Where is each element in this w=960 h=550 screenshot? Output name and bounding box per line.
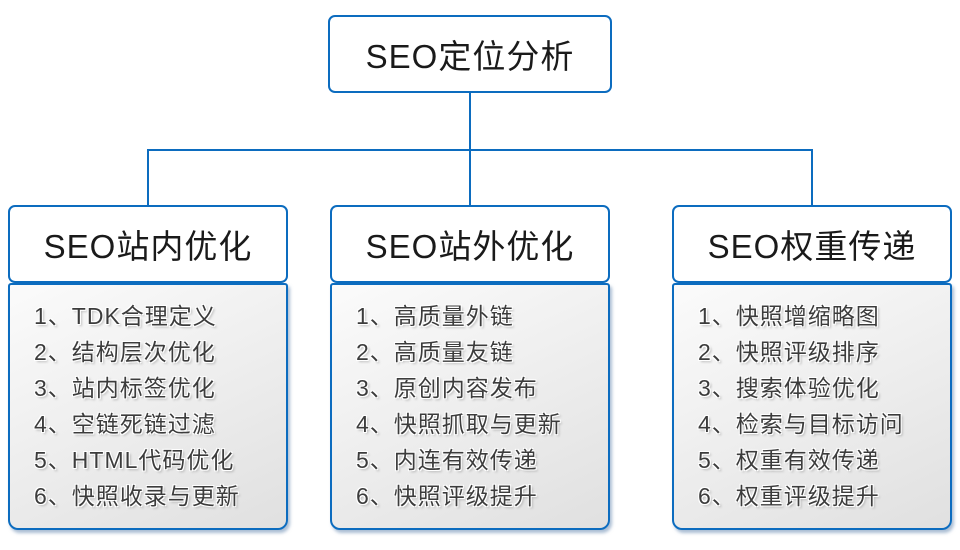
root-node-label: SEO定位分析 xyxy=(365,38,575,75)
branch-panel-offsite: 1、高质量外链 2、高质量友链 3、原创内容发布 4、快照抓取与更新 5、内连有… xyxy=(330,283,610,530)
branch-header-weight-transfer-label: SEO权重传递 xyxy=(707,228,917,265)
branch-header-onsite-label: SEO站内优化 xyxy=(43,228,253,265)
connector-drop-right xyxy=(811,149,813,206)
branch-list-offsite: 1、高质量外链 2、高质量友链 3、原创内容发布 4、快照抓取与更新 5、内连有… xyxy=(356,298,600,514)
list-item: 1、高质量外链 xyxy=(356,303,514,329)
list-item: 4、空链死链过滤 xyxy=(34,411,216,437)
list-item: 1、TDK合理定义 xyxy=(34,303,217,329)
branch-header-offsite-label: SEO站外优化 xyxy=(365,228,575,265)
list-item: 5、权重有效传递 xyxy=(698,447,880,473)
branch-header-onsite: SEO站内优化 xyxy=(8,205,288,283)
connector-drop-center xyxy=(469,149,471,206)
connector-horizontal xyxy=(147,149,813,151)
root-node-seo-positioning: SEO定位分析 xyxy=(328,15,612,93)
branch-panel-onsite: 1、TDK合理定义 2、结构层次优化 3、站内标签优化 4、空链死链过滤 5、H… xyxy=(8,283,288,530)
list-item: 5、HTML代码优化 xyxy=(34,447,235,473)
list-item: 5、内连有效传递 xyxy=(356,447,538,473)
connector-root-stem xyxy=(469,93,471,151)
list-item: 3、站内标签优化 xyxy=(34,375,216,401)
branch-list-weight-transfer: 1、快照增缩略图 2、快照评级排序 3、搜索体验优化 4、检索与目标访问 5、权… xyxy=(698,298,942,514)
branch-panel-weight-transfer: 1、快照增缩略图 2、快照评级排序 3、搜索体验优化 4、检索与目标访问 5、权… xyxy=(672,283,952,530)
list-item: 6、快照收录与更新 xyxy=(34,483,240,509)
list-item: 6、快照评级提升 xyxy=(356,483,538,509)
branch-header-weight-transfer: SEO权重传递 xyxy=(672,205,952,283)
list-item: 2、高质量友链 xyxy=(356,339,514,365)
connector-drop-left xyxy=(147,149,149,206)
list-item: 4、快照抓取与更新 xyxy=(356,411,562,437)
list-item: 4、检索与目标访问 xyxy=(698,411,904,437)
list-item: 1、快照增缩略图 xyxy=(698,303,880,329)
branch-header-offsite: SEO站外优化 xyxy=(330,205,610,283)
list-item: 6、权重评级提升 xyxy=(698,483,880,509)
list-item: 2、快照评级排序 xyxy=(698,339,880,365)
list-item: 3、搜索体验优化 xyxy=(698,375,880,401)
list-item: 2、结构层次优化 xyxy=(34,339,216,365)
list-item: 3、原创内容发布 xyxy=(356,375,538,401)
branch-list-onsite: 1、TDK合理定义 2、结构层次优化 3、站内标签优化 4、空链死链过滤 5、H… xyxy=(34,298,278,514)
